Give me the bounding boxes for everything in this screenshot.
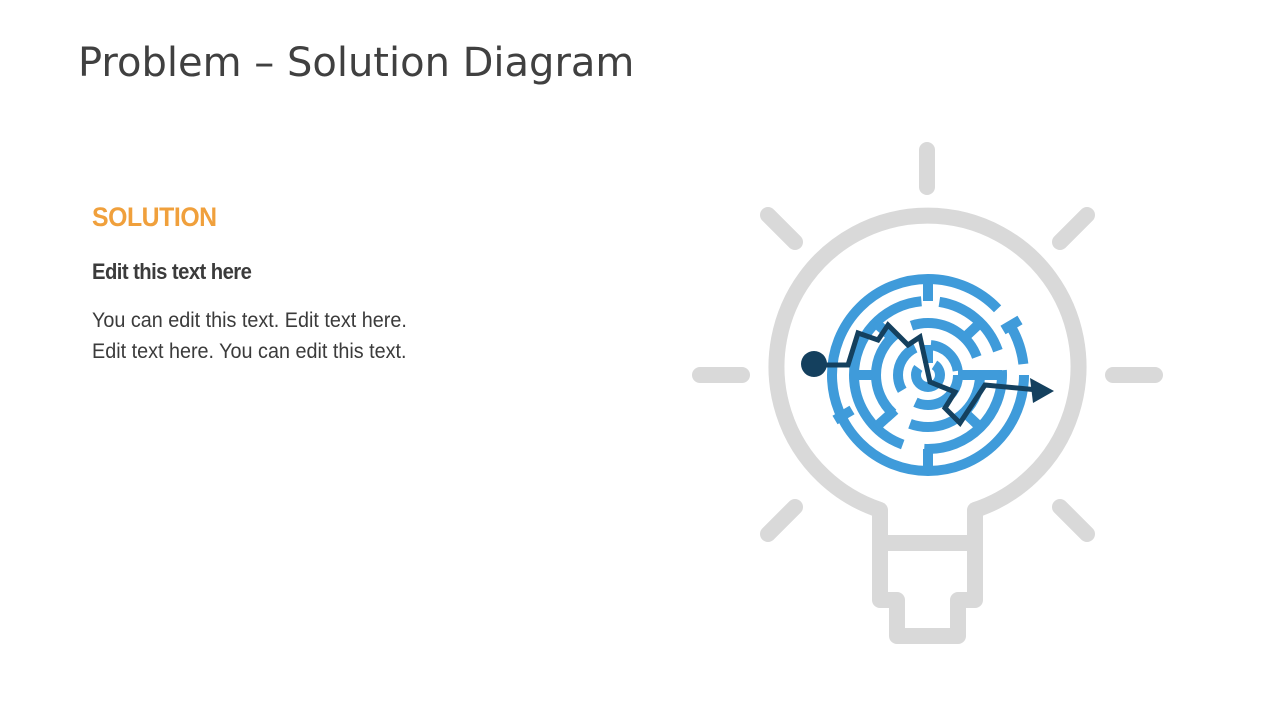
slide-title: Problem – Solution Diagram — [78, 40, 635, 86]
solution-subheading: Edit this text here — [92, 259, 252, 284]
bulb-outline — [768, 207, 1087, 644]
solution-body-line: You can edit this text. Edit text here. — [92, 308, 407, 332]
maze-icon — [827, 274, 1029, 476]
ray-bottom-left — [760, 499, 803, 542]
ray-top-left — [760, 207, 803, 250]
solution-text-block: SOLUTION Edit this text here You can edi… — [92, 202, 562, 367]
ray-top-right — [1052, 207, 1095, 250]
solution-body-line: Edit text here. You can edit this text. — [92, 339, 407, 363]
solution-body: You can edit this text. Edit text here. … — [92, 305, 524, 367]
ray-bottom-right — [1052, 499, 1095, 542]
path-arrow-head — [1030, 378, 1054, 403]
light-rays — [692, 142, 1163, 542]
solution-path — [801, 321, 1054, 427]
solution-heading: SOLUTION — [92, 202, 217, 232]
path-start-dot — [801, 351, 827, 377]
